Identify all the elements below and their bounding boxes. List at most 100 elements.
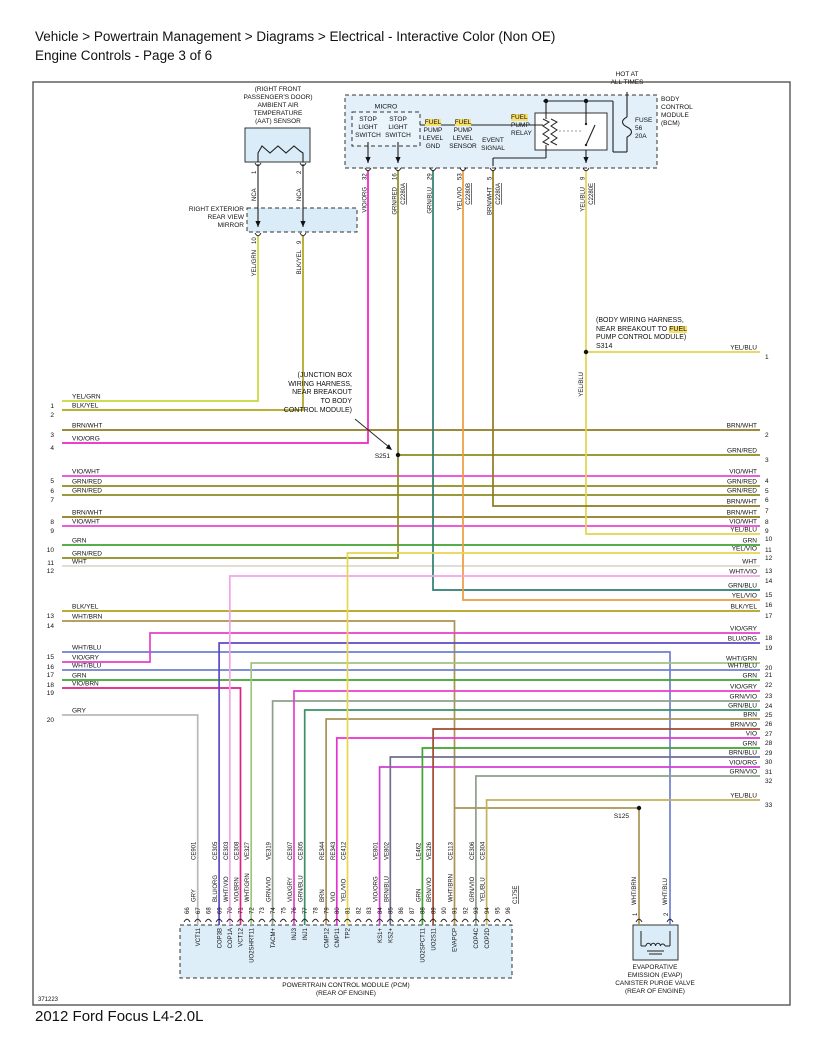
pcm-pin-number: 96 bbox=[506, 907, 512, 914]
right-row-wire-label: VIO/GRY bbox=[730, 684, 758, 691]
pin-connector bbox=[290, 918, 298, 923]
pcm-connector-id: C175E bbox=[513, 886, 519, 904]
right-row-wire-label: VIO/GRY bbox=[730, 626, 758, 633]
pcm-pin-wire-label: VIO/BRN bbox=[235, 877, 241, 902]
pin-connector bbox=[440, 918, 448, 923]
left-row-wire-label: WHT/BLU bbox=[72, 645, 102, 652]
wire-WHT/GRN[interactable] bbox=[250, 662, 760, 925]
wire-WHT/BRN[interactable] bbox=[62, 620, 456, 925]
micro-title: MICRO bbox=[375, 104, 398, 111]
wire-GRN/RED[interactable] bbox=[62, 170, 399, 559]
pcm-pin-number: 94 bbox=[485, 907, 491, 914]
wire-BRN/WHT[interactable] bbox=[492, 170, 760, 507]
wire-VIO/ORG_2[interactable] bbox=[378, 766, 760, 925]
wire-BLK/YEL[interactable] bbox=[62, 236, 304, 411]
pin-connector bbox=[386, 918, 394, 923]
left-row-number: 16 bbox=[47, 664, 55, 671]
right-row-number: 15 bbox=[765, 592, 773, 599]
arrowhead bbox=[300, 221, 306, 227]
pcm-pin-number: 69 bbox=[217, 907, 223, 914]
right-row-number: 19 bbox=[765, 645, 773, 652]
label-line: RELAY bbox=[511, 130, 532, 137]
wire-BLU/ORG[interactable] bbox=[218, 642, 760, 925]
evap-pin-number: 1 bbox=[633, 912, 639, 916]
right-row-number: 22 bbox=[765, 682, 773, 689]
left-row-number: 7 bbox=[50, 497, 54, 504]
wire-GRN[interactable] bbox=[421, 747, 760, 925]
pcm-pin-number: 77 bbox=[303, 907, 309, 914]
pcm-pin-number: 82 bbox=[356, 907, 362, 914]
right-row-wire-label: VIO/WHT bbox=[729, 469, 757, 476]
wire-VIO/GRY[interactable] bbox=[62, 632, 760, 663]
pcm-pin-connector-label: CE308 bbox=[235, 841, 241, 860]
pcm-pin-connector-label: CE307 bbox=[288, 841, 294, 860]
pcm-pin-wire-label: GRY bbox=[192, 889, 198, 902]
wire-GRN/VIO[interactable] bbox=[475, 775, 760, 925]
pcm-pin-name: KS1+ bbox=[378, 928, 384, 943]
right-row-number: 26 bbox=[765, 721, 773, 728]
aat-sensor-box bbox=[244, 127, 311, 163]
top-pin-connector-label: C2280B bbox=[466, 183, 472, 205]
wire-WHT/VIO[interactable] bbox=[228, 575, 760, 925]
wire-GRY[interactable] bbox=[62, 714, 199, 925]
right-row-wire-label: GRN bbox=[743, 538, 758, 545]
wire-VIO/BRN[interactable] bbox=[62, 687, 242, 925]
pcm-pin-number: 83 bbox=[367, 907, 373, 914]
wire-VIO[interactable] bbox=[335, 737, 760, 925]
splice-dot bbox=[583, 349, 589, 355]
pcm-pin-number: 67 bbox=[196, 907, 202, 914]
wire-GRN/BLU_2[interactable] bbox=[303, 709, 760, 925]
wire-VIO/GRY[interactable] bbox=[293, 690, 760, 925]
wire-WHT/BRN[interactable] bbox=[454, 807, 640, 925]
wire-YEL/GRN[interactable] bbox=[62, 236, 259, 402]
wire-BRN/BLU[interactable] bbox=[389, 756, 760, 925]
label-line: (REAR OF ENGINE) bbox=[316, 990, 376, 997]
wire-VIO/ORG[interactable] bbox=[62, 170, 369, 444]
pcm-pin-connector-label: CE412 bbox=[342, 841, 348, 860]
pcm-pin-number: 76 bbox=[292, 907, 298, 914]
wire-YEL/VIO_ORG[interactable] bbox=[462, 170, 760, 601]
pcm-pin-connector-label: CE305 bbox=[213, 841, 219, 860]
left-row-wire-label: VIO/WHT bbox=[72, 519, 100, 526]
arrowhead bbox=[365, 157, 371, 163]
pcm-pin-name: COP4C bbox=[474, 927, 480, 948]
left-row-number: 13 bbox=[47, 613, 55, 620]
pin-connector bbox=[472, 918, 480, 923]
pcm-pin-number: 81 bbox=[346, 907, 352, 914]
pcm-pin-number: 66 bbox=[185, 907, 191, 914]
pcm-pin-number: 72 bbox=[249, 907, 255, 914]
wire-GRN/VIO[interactable] bbox=[271, 700, 760, 925]
wire-BRN/VIO[interactable] bbox=[432, 728, 760, 925]
wire-YEL/VIO[interactable] bbox=[346, 552, 761, 925]
wire-YEL/BLU_2[interactable] bbox=[485, 799, 760, 925]
relay-contact bbox=[584, 122, 588, 126]
label-line: SWITCH bbox=[355, 132, 381, 139]
label-line: SENSOR bbox=[449, 143, 477, 150]
solenoid-symbol bbox=[640, 931, 671, 955]
wire-GRN/BLU[interactable] bbox=[432, 170, 760, 591]
right-row-number: 12 bbox=[765, 555, 773, 562]
pin-connector bbox=[429, 167, 437, 172]
wire-YEL/BLU[interactable] bbox=[585, 170, 760, 535]
label-line: (BCM) bbox=[661, 120, 680, 127]
pin-connector bbox=[322, 918, 330, 923]
pcm-pin-name: INJ3 bbox=[292, 927, 298, 940]
left-row-number: 15 bbox=[47, 654, 55, 661]
top-pin-number: 53 bbox=[458, 173, 464, 180]
pin-connector bbox=[666, 918, 674, 923]
left-row-wire-label: BRN/WHT bbox=[72, 423, 102, 430]
left-row-number: 1 bbox=[50, 403, 54, 410]
left-row-wire-label: GRN/RED bbox=[72, 479, 102, 486]
pcm-pin-wire-label: WHT/BRN bbox=[449, 874, 455, 902]
left-row-wire-label: GRN bbox=[72, 673, 87, 680]
wire-WHT/BLU[interactable] bbox=[62, 651, 671, 925]
pin-connector bbox=[333, 918, 341, 923]
right-row-wire-label: YEL/BLU bbox=[730, 345, 757, 352]
wire-BRN[interactable] bbox=[325, 718, 760, 925]
label-line: EVAPORATIVE bbox=[632, 964, 678, 971]
pin-connector bbox=[493, 918, 501, 923]
